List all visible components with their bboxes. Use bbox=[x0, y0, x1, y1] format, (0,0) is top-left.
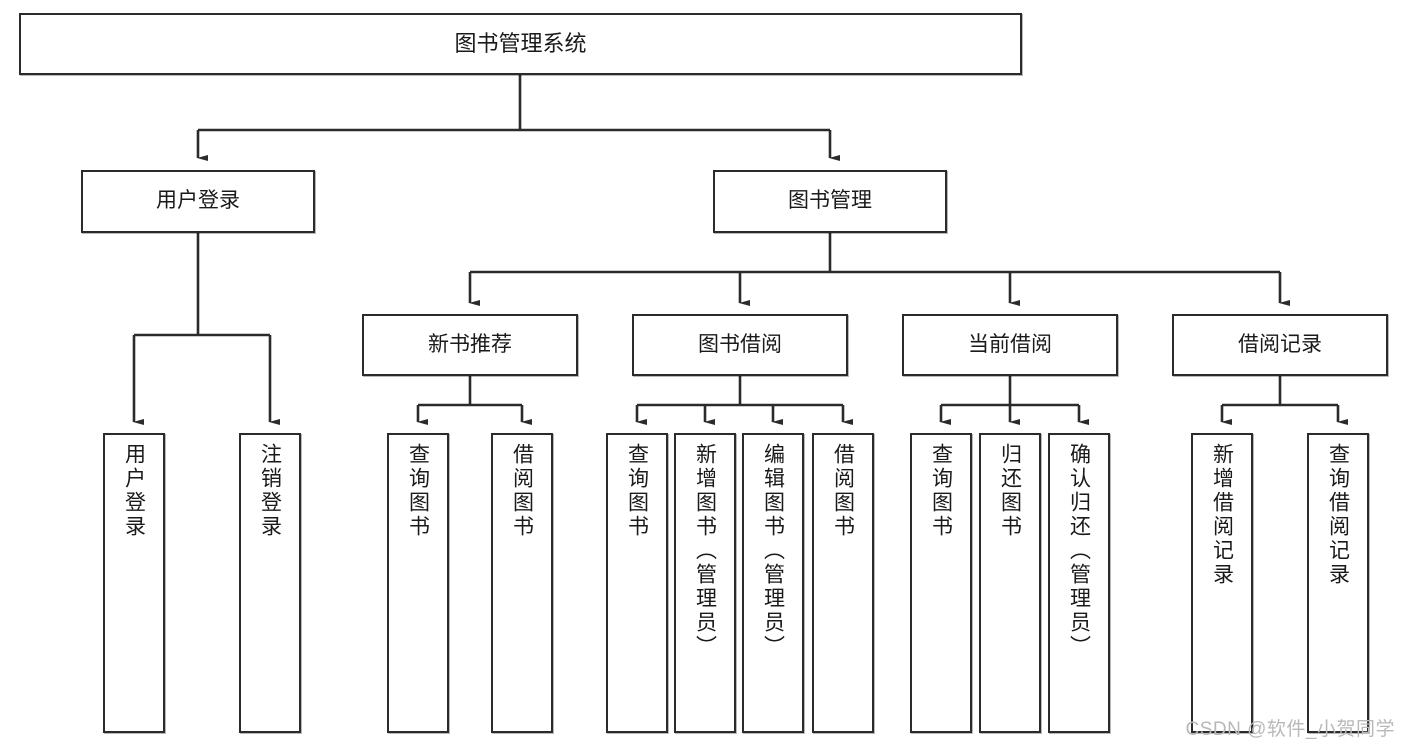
node-label: 借阅图书 bbox=[510, 443, 534, 539]
node-label: 新增图书（管理员） bbox=[693, 443, 717, 659]
leaf-current-borrow-return[interactable]: 归还图书 bbox=[979, 433, 1041, 733]
node-label: 确认归还（管理员） bbox=[1067, 443, 1091, 659]
node-label: 用户登录 bbox=[156, 189, 240, 213]
node-new-book-recommend[interactable]: 新书推荐 bbox=[362, 314, 578, 376]
node-label: 借阅图书 bbox=[831, 443, 855, 539]
leaf-current-borrow-query[interactable]: 查询图书 bbox=[910, 433, 972, 733]
node-book-borrow[interactable]: 图书借阅 bbox=[632, 314, 848, 376]
leaf-user-login-signout[interactable]: 注销登录 bbox=[239, 433, 301, 733]
node-label: 查询图书 bbox=[406, 443, 430, 539]
leaf-book-borrow-add[interactable]: 新增图书（管理员） bbox=[674, 433, 736, 733]
node-label: 图书管理 bbox=[788, 189, 872, 213]
node-label: 图书管理系统 bbox=[454, 31, 587, 57]
leaf-book-borrow-borrow[interactable]: 借阅图书 bbox=[812, 433, 874, 733]
leaf-borrow-record-query[interactable]: 查询借阅记录 bbox=[1307, 433, 1369, 733]
leaf-borrow-record-add[interactable]: 新增借阅记录 bbox=[1191, 433, 1253, 733]
node-label: 借阅记录 bbox=[1238, 332, 1322, 356]
node-label: 查询图书 bbox=[929, 443, 953, 539]
leaf-book-borrow-edit[interactable]: 编辑图书（管理员） bbox=[742, 433, 804, 733]
leaf-new-book-query[interactable]: 查询图书 bbox=[387, 433, 449, 733]
node-borrow-record[interactable]: 借阅记录 bbox=[1172, 314, 1388, 376]
leaf-book-borrow-query[interactable]: 查询图书 bbox=[606, 433, 668, 733]
node-label: 查询图书 bbox=[625, 443, 649, 539]
node-label: 编辑图书（管理员） bbox=[761, 443, 785, 659]
node-book-management[interactable]: 图书管理 bbox=[713, 170, 947, 233]
node-label: 当前借阅 bbox=[968, 332, 1052, 356]
node-label: 新书推荐 bbox=[428, 332, 512, 356]
node-label: 查询借阅记录 bbox=[1326, 443, 1350, 587]
node-user-login[interactable]: 用户登录 bbox=[81, 170, 315, 233]
leaf-new-book-borrow[interactable]: 借阅图书 bbox=[491, 433, 553, 733]
node-label: 归还图书 bbox=[998, 443, 1022, 539]
watermark-text: CSDN @软件_小贺同学 bbox=[1185, 719, 1395, 740]
node-label: 用户登录 bbox=[122, 443, 146, 539]
leaf-user-login-signin[interactable]: 用户登录 bbox=[103, 433, 165, 733]
leaf-current-borrow-confirm-return[interactable]: 确认归还（管理员） bbox=[1048, 433, 1110, 733]
node-current-borrow[interactable]: 当前借阅 bbox=[902, 314, 1118, 376]
node-label: 新增借阅记录 bbox=[1210, 443, 1234, 587]
node-label: 图书借阅 bbox=[698, 332, 782, 356]
node-label: 注销登录 bbox=[258, 443, 282, 539]
node-root-system[interactable]: 图书管理系统 bbox=[19, 13, 1022, 75]
